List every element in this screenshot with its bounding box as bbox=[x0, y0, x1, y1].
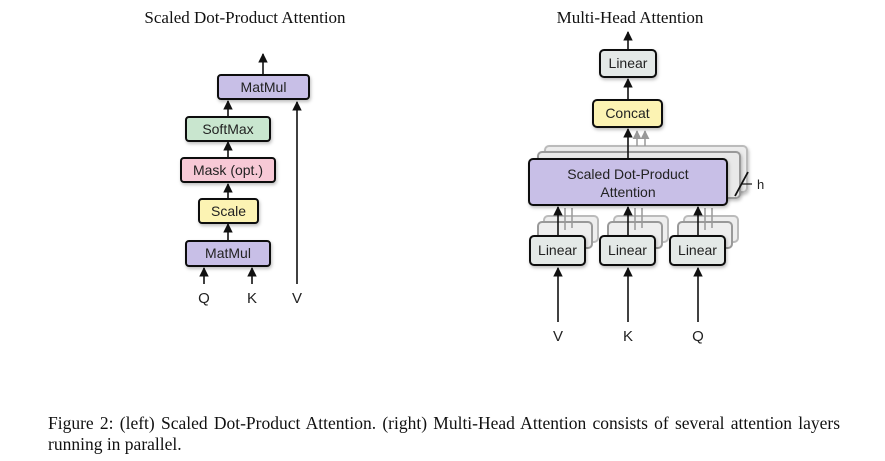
scale-block: Scale bbox=[198, 198, 259, 224]
linear-v-block: Linear bbox=[529, 235, 586, 266]
attention-diagrams: MatMul SoftMax Mask (opt.) Scale MatMul … bbox=[180, 31, 764, 345]
attention-label-line2: Attention bbox=[600, 184, 655, 200]
left-diagram-title: Scaled Dot-Product Attention bbox=[144, 8, 346, 27]
linear-v-label: Linear bbox=[538, 242, 577, 258]
input-q-label: Q bbox=[198, 290, 210, 307]
multi-head-attention-diagram: Linear Concat Scaled Dot-Product Attenti… bbox=[528, 31, 764, 345]
mask-label: Mask (opt.) bbox=[193, 162, 263, 178]
heads-label: h bbox=[757, 177, 764, 192]
mask-block: Mask (opt.) bbox=[180, 157, 276, 183]
softmax-block: SoftMax bbox=[185, 116, 271, 142]
input-v-label: V bbox=[292, 290, 302, 307]
linear-q-label: Linear bbox=[678, 242, 717, 258]
matmul-bottom-block: MatMul bbox=[185, 240, 271, 267]
matmul-bottom-label: MatMul bbox=[205, 245, 251, 261]
linear-k-label: Linear bbox=[608, 242, 647, 258]
input-k-label: K bbox=[247, 290, 257, 307]
input-q-label-right: Q bbox=[692, 328, 704, 345]
figure-caption: Figure 2: (left) Scaled Dot-Product Atte… bbox=[48, 413, 840, 454]
linear-output-label: Linear bbox=[609, 55, 648, 71]
linear-q-block: Linear bbox=[669, 235, 726, 266]
concat-block: Concat bbox=[592, 99, 663, 128]
input-v-label-right: V bbox=[553, 328, 563, 345]
softmax-label: SoftMax bbox=[202, 121, 253, 137]
linear-k-block: Linear bbox=[599, 235, 656, 266]
scaled-dot-product-attention-diagram: MatMul SoftMax Mask (opt.) Scale MatMul … bbox=[180, 53, 310, 307]
input-k-label-right: K bbox=[623, 328, 633, 345]
matmul-top-block: MatMul bbox=[217, 74, 310, 100]
attention-label-line1: Scaled Dot-Product bbox=[567, 166, 689, 182]
scale-label: Scale bbox=[211, 203, 246, 219]
concat-label: Concat bbox=[605, 105, 649, 121]
right-diagram-title: Multi-Head Attention bbox=[556, 8, 704, 27]
heads-bracket: h bbox=[734, 171, 764, 197]
linear-output-block: Linear bbox=[599, 49, 657, 78]
matmul-top-label: MatMul bbox=[241, 79, 287, 95]
scaled-dot-product-attention-block: Scaled Dot-Product Attention bbox=[528, 158, 728, 206]
